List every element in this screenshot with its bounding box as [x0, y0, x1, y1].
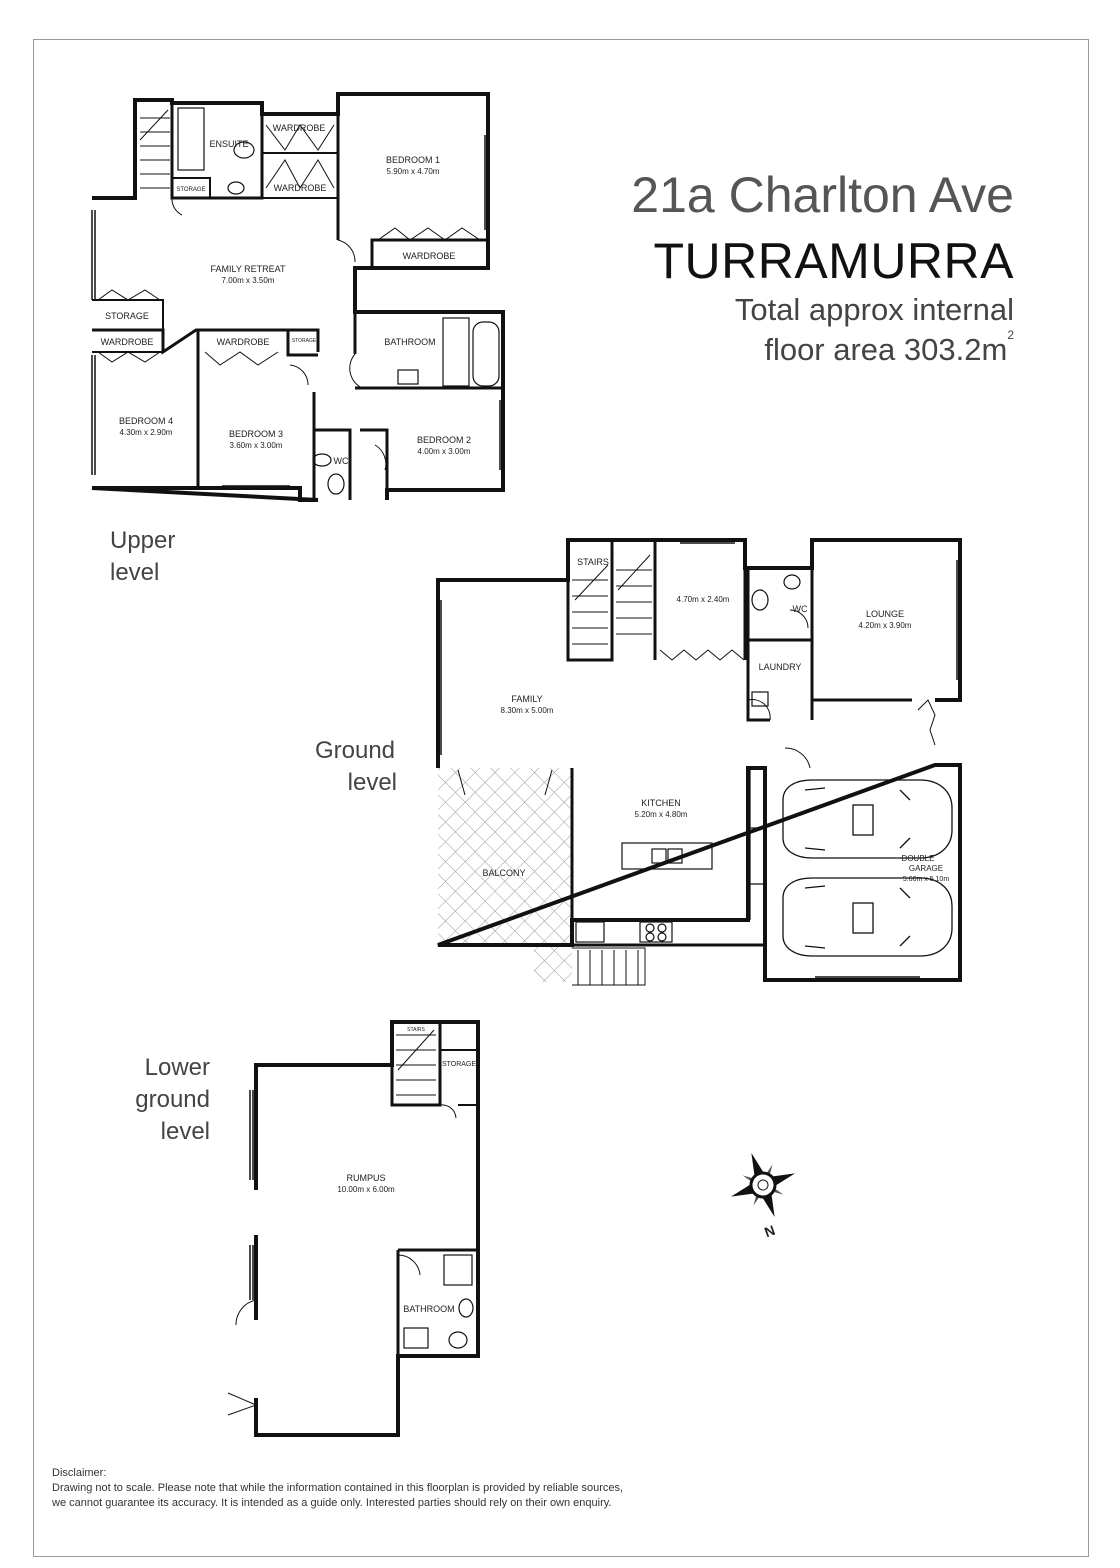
property-suburb: TURRAMURRA	[653, 233, 1014, 289]
label-wardrobe-bed3: WARDROBE	[217, 337, 270, 347]
upper-wc-wall	[312, 392, 389, 500]
lower-level-word3: level	[160, 1118, 210, 1145]
label-ground-stairs: STAIRS	[577, 557, 609, 567]
upper-outer-wall	[91, 92, 505, 502]
disclaimer-line2: we cannot guarantee its accuracy. It is …	[52, 1497, 612, 1509]
upper-storage-wall	[172, 177, 211, 198]
disclaimer: Disclaimer: Drawing not to scale. Please…	[52, 1466, 623, 1511]
size-bedroom1: 5.90m x 4.70m	[387, 167, 440, 176]
label-lounge: LOUNGE	[866, 609, 904, 619]
size-family: 8.30m x 5.00m	[501, 706, 554, 715]
size-bedroom3: 3.60m x 3.00m	[230, 441, 283, 450]
size-bedroom4: 4.30m x 2.90m	[120, 428, 173, 437]
label-wardrobe-a: WARDROBE	[273, 123, 326, 133]
label-upper-storage-tiny: STORAGE	[292, 338, 317, 344]
size-lounge: 4.20m x 3.90m	[859, 621, 912, 630]
property-street: 21a Charlton Ave	[631, 167, 1014, 223]
ground-level-plan	[436, 538, 962, 986]
upper-level-plan	[91, 92, 505, 502]
floor-area-line1: Total approx internal	[734, 292, 1014, 327]
label-ground-wc: WC	[793, 604, 808, 614]
ground-level-label: Ground level	[313, 735, 397, 799]
label-lower-stairs: STAIRS	[407, 1027, 425, 1033]
size-bedroom2: 4.00m x 3.00m	[418, 447, 471, 456]
page-frame	[33, 39, 1089, 1557]
size-family-retreat: 7.00m x 3.50m	[222, 276, 275, 285]
size-rumpus: 10.00m x 6.00m	[337, 1185, 395, 1194]
upper-bed1-wall	[336, 114, 488, 268]
label-garage-line2: GARAGE	[909, 864, 943, 873]
disclaimer-line1: Drawing not to scale. Please note that w…	[52, 1482, 624, 1494]
lower-level-word1: Lower	[144, 1054, 210, 1081]
label-bedroom4: BEDROOM 4	[119, 416, 173, 426]
floor-area-line2: floor area 303.2m2	[764, 328, 1014, 368]
ground-level-word1: Ground	[314, 737, 396, 764]
label-wardrobe-bed4: WARDROBE	[101, 337, 154, 347]
label-bedroom1: BEDROOM 1	[386, 155, 440, 165]
ground-study-wall	[653, 540, 747, 660]
lower-stairs-wall	[390, 1022, 442, 1107]
label-bedroom3: BEDROOM 3	[229, 429, 283, 439]
label-rumpus: RUMPUS	[346, 1173, 385, 1183]
lower-level-word2: ground	[135, 1086, 210, 1113]
compass-rose-icon	[731, 1153, 795, 1217]
label-ensuite: ENSUITE	[209, 139, 248, 149]
label-lower-storage: STORAGE	[442, 1061, 476, 1068]
label-upper-storage: STORAGE	[105, 311, 149, 321]
label-upper-wc: WC	[334, 456, 349, 466]
label-family: FAMILY	[511, 694, 542, 704]
label-upper-storage-small: STORAGE	[176, 187, 205, 193]
label-family-retreat: FAMILY RETREAT	[210, 264, 286, 274]
upper-bed4-wall	[92, 328, 320, 355]
garage-cars	[782, 779, 953, 957]
floor-area-unit: 2	[1007, 328, 1014, 342]
lower-outer-wall	[254, 1020, 480, 1437]
ground-lounge-wall	[810, 540, 962, 702]
upper-level-word2: level	[110, 559, 160, 586]
label-wardrobe-bed1: WARDROBE	[403, 251, 456, 261]
label-laundry: LAUNDRY	[759, 662, 802, 672]
lower-storage-wall	[440, 1049, 478, 1106]
compass-north-label: N	[762, 1222, 777, 1240]
label-lower-bathroom: BATHROOM	[403, 1304, 454, 1314]
lower-level-plan	[227, 1020, 480, 1437]
upper-ensuite-wall	[170, 103, 264, 200]
size-garage: 5.60m x 5.10m	[903, 876, 949, 883]
lower-bathroom-wall	[396, 1248, 478, 1356]
label-upper-bathroom: BATHROOM	[384, 337, 435, 347]
size-kitchen: 5.20m x 4.80m	[635, 810, 688, 819]
upper-level-word1: Upper	[110, 527, 176, 554]
lower-level-label: Lower ground level	[128, 1052, 210, 1148]
upper-bathroom-wall	[353, 312, 503, 390]
upper-level-label: Upper level	[110, 525, 175, 589]
label-balcony: BALCONY	[482, 868, 525, 878]
floor-area-value: floor area 303.2m	[764, 332, 1008, 367]
label-kitchen: KITCHEN	[641, 798, 681, 808]
label-garage-line1: DOUBLE	[902, 854, 935, 863]
disclaimer-heading: Disclaimer:	[52, 1467, 107, 1479]
ground-kitchen-wall	[570, 768, 765, 947]
label-wardrobe-b: WARDROBE	[274, 183, 327, 193]
label-bedroom2: BEDROOM 2	[417, 435, 471, 445]
upper-bed3-wall	[196, 330, 318, 488]
ground-level-word2: level	[347, 769, 397, 796]
size-study: 4.70m x 2.40m	[677, 595, 730, 604]
